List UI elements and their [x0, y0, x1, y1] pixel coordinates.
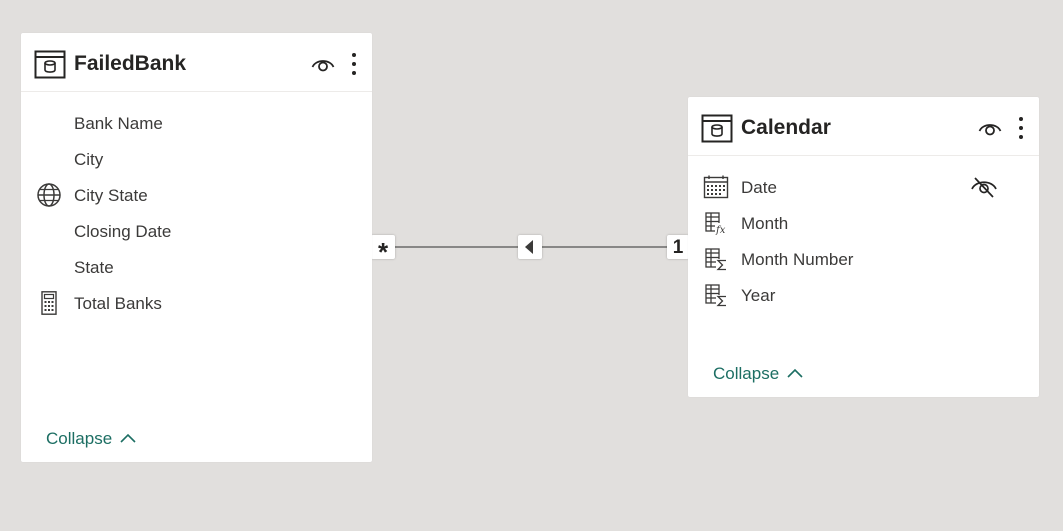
collapse-label: Collapse — [713, 364, 780, 383]
collapse-label: Collapse — [46, 429, 113, 448]
eye-icon[interactable] — [311, 54, 335, 74]
sum-column-icon — [705, 248, 728, 271]
many-cardinality-marker: * — [371, 235, 395, 267]
table-title: FailedBank — [74, 52, 187, 75]
table-card-calendar[interactable]: Calendar Date — [688, 97, 1039, 397]
chevron-up-icon — [787, 368, 803, 378]
field-year[interactable]: Year — [688, 277, 1039, 313]
more-options-icon[interactable] — [1013, 115, 1029, 141]
field-label: Total Banks — [74, 294, 162, 313]
collapse-button[interactable]: Collapse — [46, 429, 137, 449]
field-list: Bank Name City City State Closing Date S… — [21, 105, 372, 321]
field-closing-date[interactable]: Closing Date — [21, 213, 372, 249]
field-label: City State — [74, 186, 148, 205]
filter-direction-arrow-icon[interactable] — [518, 235, 542, 259]
eye-hidden-icon — [971, 177, 997, 198]
collapse-button[interactable]: Collapse — [713, 364, 804, 384]
calculator-icon — [41, 291, 57, 315]
calculated-column-icon: fx — [705, 212, 728, 235]
field-label: Year — [741, 286, 776, 305]
card-header: Calendar — [688, 97, 1039, 156]
table-icon — [34, 50, 66, 79]
field-state[interactable]: State — [21, 249, 372, 285]
table-icon — [701, 114, 733, 143]
field-city[interactable]: City — [21, 141, 372, 177]
one-cardinality-marker: 1 — [667, 235, 689, 259]
field-label: City — [74, 150, 104, 169]
chevron-up-icon — [120, 433, 136, 443]
field-total-banks[interactable]: Total Banks — [21, 285, 372, 321]
field-city-state[interactable]: City State — [21, 177, 372, 213]
card-header: FailedBank — [21, 33, 372, 92]
table-title: Calendar — [741, 116, 831, 139]
field-label: Month Number — [741, 250, 854, 269]
field-month-number[interactable]: Month Number — [688, 241, 1039, 277]
field-label: Closing Date — [74, 222, 172, 241]
field-label: State — [74, 258, 114, 277]
svg-text:fx: fx — [715, 225, 726, 235]
field-label: Month — [741, 214, 789, 233]
more-options-icon[interactable] — [346, 51, 362, 77]
globe-icon — [37, 183, 61, 207]
field-list: Date fx Month — [688, 169, 1039, 313]
field-label: Bank Name — [74, 114, 163, 133]
field-month[interactable]: fx Month — [688, 205, 1039, 241]
sum-column-icon — [705, 284, 728, 307]
field-label: Date — [741, 178, 777, 197]
eye-icon[interactable] — [978, 118, 1002, 138]
calendar-icon — [703, 175, 729, 199]
table-card-failedbank[interactable]: FailedBank Bank Name City City State — [21, 33, 372, 462]
field-bank-name[interactable]: Bank Name — [21, 105, 372, 141]
field-date[interactable]: Date — [688, 169, 1039, 205]
